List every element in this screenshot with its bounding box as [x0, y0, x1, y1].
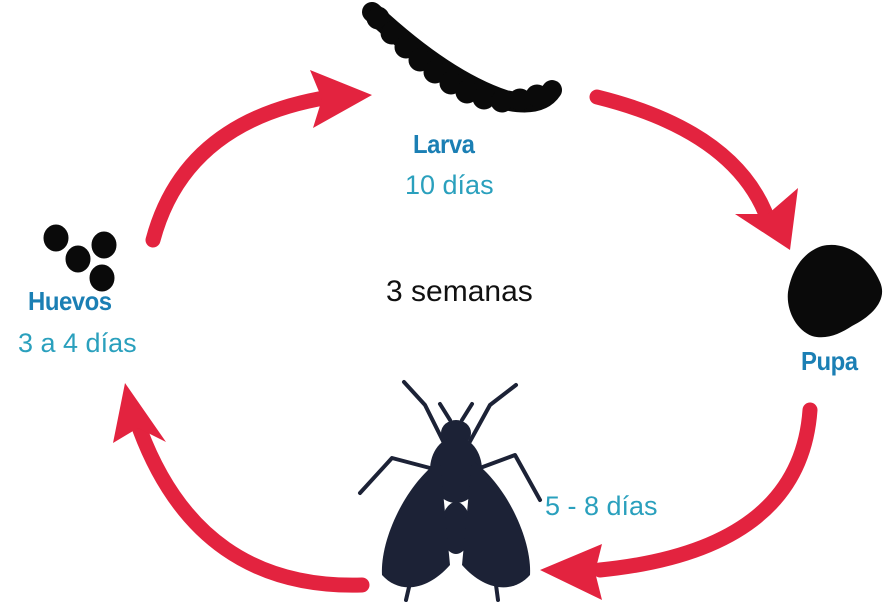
pupa-label: Pupa — [801, 346, 858, 376]
arrow-larva-to-pupa — [589, 89, 798, 250]
eggs-duration: 3 a 4 días — [18, 328, 137, 358]
eggs-icon — [43, 224, 117, 292]
fly-icon — [358, 380, 542, 602]
larva-label: Larva — [413, 129, 475, 159]
adult-duration: 5 - 8 días — [545, 491, 658, 521]
arrow-eggs-to-larva — [145, 70, 372, 248]
pupa-icon — [787, 244, 883, 338]
cycle-total-duration: 3 semanas — [386, 275, 533, 308]
larva-icon — [362, 2, 562, 113]
arrow-pupa-to-adult — [540, 402, 818, 600]
arrow-adult-to-eggs — [113, 383, 370, 593]
larva-duration: 10 días — [405, 170, 494, 200]
eggs-label: Huevos — [28, 286, 112, 316]
